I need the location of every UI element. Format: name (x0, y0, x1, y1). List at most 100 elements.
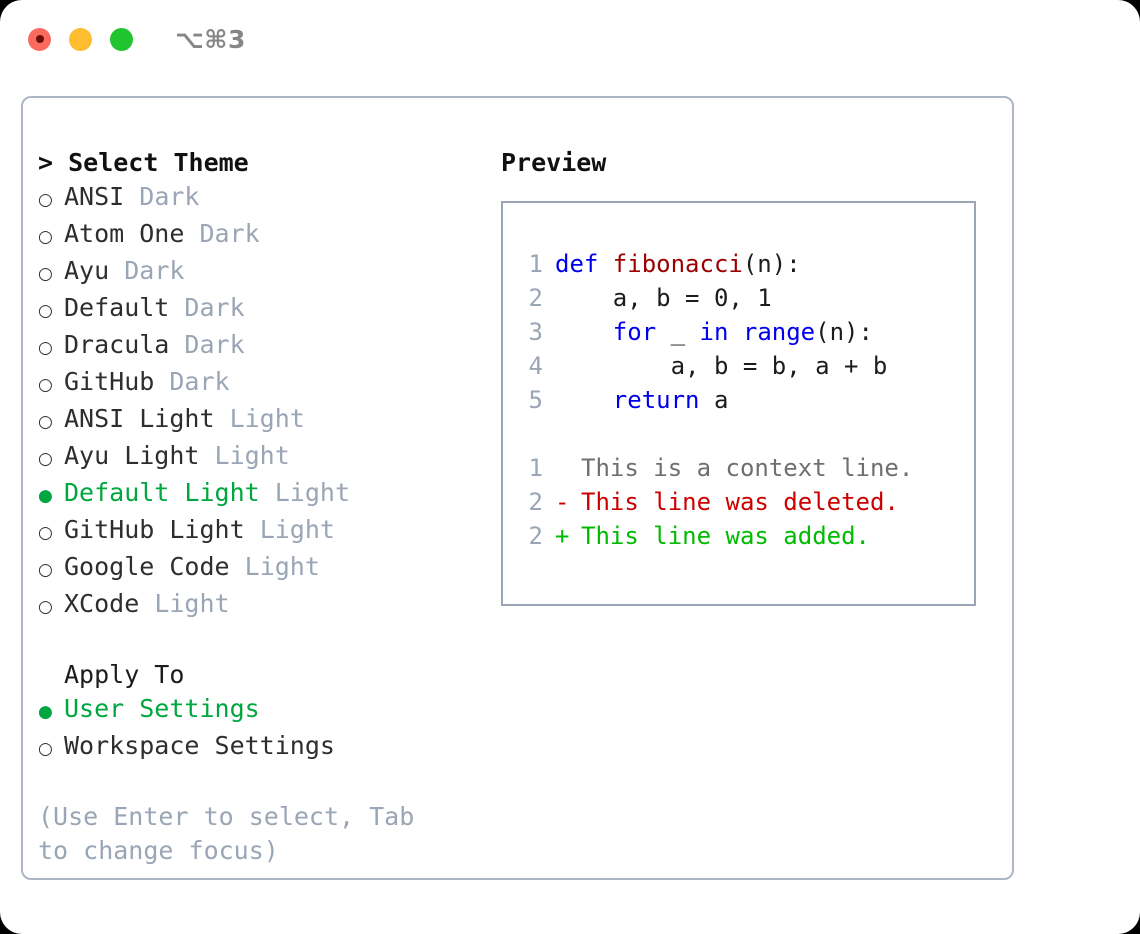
line-number: 1 (528, 250, 543, 278)
apply-to-option[interactable]: ○Workspace Settings (38, 729, 488, 766)
theme-list-item[interactable]: ○GitHub Dark (38, 365, 488, 402)
apply-to-label: User Settings (64, 694, 260, 723)
theme-list-item[interactable]: ○ANSI Light Light (38, 402, 488, 439)
code-line: 4 a, b = b, a + b (519, 349, 974, 383)
theme-category-badge: Light (229, 404, 305, 433)
code-token-kw: range (742, 318, 816, 346)
preview-header: Preview (501, 148, 607, 177)
code-token-kw: in (699, 318, 729, 346)
spacer (154, 365, 169, 399)
radio-unselected-icon: ○ (38, 449, 53, 469)
code-token-pl: a, b = 0, 1 (555, 284, 772, 312)
theme-category-badge: Dark (184, 293, 245, 322)
line-number: 4 (528, 352, 543, 380)
line-number: 1 (528, 454, 543, 482)
radio-selected-icon: ● (38, 702, 53, 722)
code-token-pl (555, 318, 613, 346)
diff-sign: + (555, 522, 570, 550)
theme-category-badge: Dark (199, 219, 260, 248)
code-token-kw: def (555, 250, 613, 278)
theme-category-badge: Dark (124, 256, 185, 285)
theme-list-header: > Select Theme (38, 148, 249, 177)
theme-name: ANSI (64, 182, 125, 211)
theme-category-badge: Light (154, 589, 230, 618)
code-token-pl: a (699, 386, 729, 414)
line-number: 2 (528, 488, 543, 516)
radio-selected-icon: ● (38, 486, 53, 506)
theme-list-item[interactable]: ○Dracula Dark (38, 328, 488, 365)
code-token-pl (728, 318, 742, 346)
title-bar: ⌥⌘3 (0, 0, 1140, 78)
code-token-pl: (n): (815, 318, 873, 346)
radio-unselected-icon: ○ (38, 597, 53, 617)
theme-list-item[interactable]: ○ GitHub Light Light (38, 513, 488, 550)
theme-list-item[interactable]: ○ XCode Light (38, 587, 488, 624)
theme-list-item[interactable]: ○Ayu Light Light (38, 439, 488, 476)
apply-to-header: Apply To (64, 660, 185, 689)
theme-name: Default (64, 293, 170, 322)
code-token-pl: (n): (742, 250, 801, 278)
theme-category-badge: Light (244, 552, 320, 581)
radio-unselected-icon: ○ (38, 190, 53, 210)
code-token-pl: a, b = b, a + b (555, 352, 888, 380)
code-sample: 1 def fibonacci(n):2 a, b = 0, 1 3 for _ i… (519, 247, 974, 417)
maximize-button[interactable] (110, 27, 133, 51)
radio-unselected-icon: ○ (38, 338, 53, 358)
radio-unselected-icon: ○ (38, 301, 53, 321)
theme-list-item[interactable]: ○Atom One Dark (38, 217, 488, 254)
theme-category-badge: Dark (169, 367, 230, 396)
line-number: 3 (528, 318, 543, 346)
radio-unselected-icon: ○ (38, 523, 53, 543)
keyboard-hint-text: (Use Enter to select, Tab to change focu… (38, 802, 430, 865)
spacer (245, 513, 260, 547)
theme-list-item[interactable]: ○Google Code Light (38, 550, 488, 587)
spacer (184, 217, 199, 251)
apply-to-list[interactable]: ● User Settings ○Workspace Settings (38, 692, 488, 766)
theme-category-badge: Light (274, 478, 350, 507)
theme-list-item[interactable]: ○ Default Dark (38, 291, 488, 328)
diff-text: This line was added. (581, 522, 870, 550)
theme-name: Ayu (64, 256, 110, 285)
code-text: return a (555, 383, 729, 417)
radio-unselected-icon: ○ (38, 227, 53, 247)
code-line: 2 a, b = 0, 1 (519, 281, 974, 315)
apply-to-label: Workspace Settings (64, 731, 335, 760)
code-token-pl (555, 386, 613, 414)
line-number: 2 (528, 522, 543, 550)
code-diff-spacer (519, 417, 974, 451)
minimize-button[interactable] (69, 27, 92, 51)
spacer (199, 439, 214, 473)
apply-to-option[interactable]: ● User Settings (38, 692, 488, 729)
diff-sample: 1 This is a context line. 2-This line was… (519, 451, 974, 553)
theme-category-badge: Dark (139, 182, 200, 211)
diff-line-context: 1 This is a context line. (519, 451, 974, 485)
spacer (215, 402, 230, 436)
theme-list-item[interactable]: ○Ayu Dark (38, 254, 488, 291)
theme-category-badge: Dark (184, 330, 245, 359)
theme-list-item[interactable]: ○ ANSI Dark (38, 180, 488, 217)
theme-name: GitHub Light (64, 515, 245, 544)
main-panel: > Select Theme ○ANSI Dark○Atom One Dark○… (21, 96, 1014, 880)
code-token-pl: _ (656, 318, 700, 346)
radio-unselected-icon: ○ (38, 412, 53, 432)
theme-name: Default Light (64, 478, 260, 507)
spacer (139, 587, 154, 621)
theme-name: GitHub (64, 367, 155, 396)
diff-sign (555, 451, 581, 485)
theme-list-item[interactable]: ● Default Light Light (38, 476, 488, 513)
close-button[interactable] (28, 27, 51, 51)
code-line: 5 return a (519, 383, 974, 417)
theme-category-badge: Light (259, 515, 335, 544)
spacer (260, 476, 275, 510)
diff-sign: - (555, 488, 570, 516)
theme-list[interactable]: ○ANSI Dark○Atom One Dark○Ayu Dark○Defaul… (38, 180, 488, 624)
traffic-light-buttons (28, 27, 133, 51)
code-token-kw: for (612, 318, 657, 346)
section-spacer (38, 624, 488, 658)
code-text: def fibonacci(n): (555, 247, 801, 281)
theme-name: XCode (64, 589, 140, 618)
diff-text: This is a context line. (581, 454, 914, 482)
spacer (169, 328, 184, 362)
